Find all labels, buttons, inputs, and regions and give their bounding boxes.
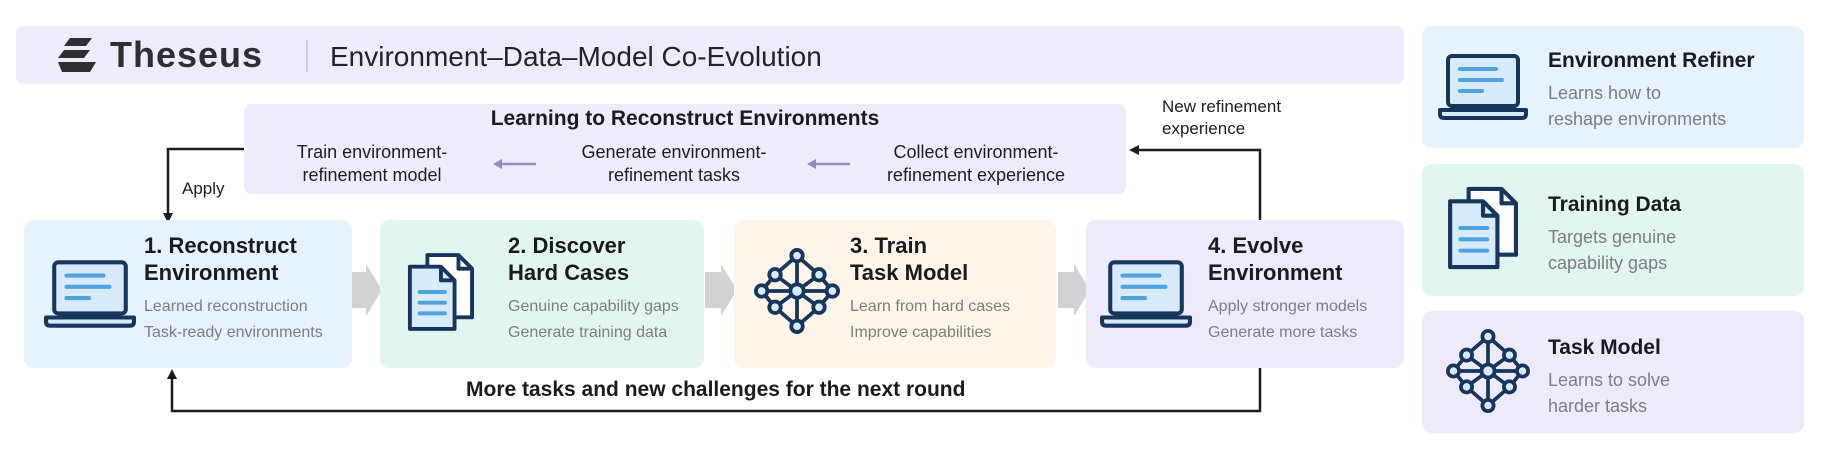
learning-panel bbox=[244, 104, 1126, 194]
stage-desc-line: Improve capabilities bbox=[850, 324, 992, 341]
header-divider bbox=[306, 40, 308, 72]
legend-desc-line: Targets genuine bbox=[1548, 227, 1677, 247]
network-icon bbox=[754, 246, 840, 336]
stage-desc: Learned reconstruction Task-ready enviro… bbox=[144, 294, 323, 346]
learning-step-line: Train environment- bbox=[296, 142, 448, 162]
stage-title: 3. Train Task Model bbox=[850, 232, 968, 286]
stage-title-line: Environment bbox=[1208, 260, 1343, 285]
purple-arrow-left-icon bbox=[807, 159, 850, 169]
legend-desc: Learns to solve harder tasks bbox=[1548, 367, 1670, 419]
legend-card-training-data: Training Data Targets genuine capability… bbox=[1422, 164, 1804, 296]
stage-title-line: 1. Reconstruct bbox=[144, 233, 297, 258]
legend-desc-line: reshape environments bbox=[1548, 109, 1727, 129]
apply-label: Apply bbox=[182, 179, 225, 198]
learning-step-line: Generate environment- bbox=[581, 142, 767, 162]
legend-desc: Targets genuine capability gaps bbox=[1548, 224, 1676, 276]
legend-title: Environment Refiner bbox=[1548, 49, 1755, 72]
stage-title: 2. Discover Hard Cases bbox=[508, 232, 629, 286]
stage-desc-line: Learn from hard cases bbox=[850, 298, 1011, 315]
legend-card-task-model: Task Model Learns to solve harder tasks bbox=[1422, 311, 1804, 433]
learning-step-line: refinement model bbox=[302, 165, 442, 185]
stage-title-line: Hard Cases bbox=[508, 260, 630, 285]
stage-title-line: 2. Discover bbox=[508, 233, 626, 258]
stage-card-reconstruct: 1. Reconstruct Environment Learned recon… bbox=[24, 220, 352, 368]
legend-title: Training Data bbox=[1548, 193, 1682, 216]
purple-arrow-left-icon bbox=[493, 159, 536, 169]
laptop-icon bbox=[44, 258, 136, 330]
loop-label: More tasks and new challenges for the ne… bbox=[466, 378, 966, 401]
stage-title: 4. Evolve Environment bbox=[1208, 232, 1342, 286]
learning-step-line: Collect environment- bbox=[893, 142, 1059, 162]
stage-desc-line: Generate training data bbox=[508, 324, 668, 341]
learning-step-generate: Generate environment- refinement tasks bbox=[556, 141, 792, 187]
theseus-logo-icon bbox=[58, 38, 96, 72]
learning-step-line: refinement experience bbox=[886, 165, 1066, 185]
legend-desc-line: Learns to solve bbox=[1548, 370, 1671, 390]
new-refinement-line: experience bbox=[1162, 119, 1246, 138]
stage-title-line: 4. Evolve bbox=[1208, 233, 1304, 258]
documents-icon bbox=[406, 252, 474, 332]
learning-step-collect: Collect environment- refinement experien… bbox=[866, 141, 1086, 187]
stage-title-line: 3. Train bbox=[850, 233, 928, 258]
stage-desc-line: Apply stronger models bbox=[1208, 298, 1368, 315]
learning-step-train: Train environment- refinement model bbox=[262, 141, 482, 187]
legend-title: Task Model bbox=[1548, 336, 1661, 359]
legend-desc-line: Learns how to bbox=[1548, 83, 1662, 103]
stage-desc-line: Generate more tasks bbox=[1208, 324, 1358, 341]
legend-desc-line: harder tasks bbox=[1548, 396, 1648, 416]
page-title: Environment–Data–Model Co-Evolution bbox=[330, 41, 822, 72]
stage-desc: Apply stronger models Generate more task… bbox=[1208, 294, 1367, 346]
legend-desc-line: capability gaps bbox=[1548, 253, 1668, 273]
stage-title: 1. Reconstruct Environment bbox=[144, 232, 297, 286]
stage-desc-line: Task-ready environments bbox=[144, 324, 323, 341]
stage-desc: Genuine capability gaps Generate trainin… bbox=[508, 294, 679, 346]
stage-card-discover: 2. Discover Hard Cases Genuine capabilit… bbox=[380, 220, 704, 368]
header-bar bbox=[16, 26, 1404, 84]
learning-title: Learning to Reconstruct Environments bbox=[490, 107, 880, 130]
documents-icon bbox=[1446, 186, 1518, 270]
legend-desc: Learns how to reshape environments bbox=[1548, 80, 1726, 132]
stage-title-line: Task Model bbox=[850, 260, 969, 285]
laptop-icon bbox=[1438, 52, 1528, 122]
new-refinement-line: New refinement bbox=[1162, 97, 1282, 116]
network-icon bbox=[1446, 325, 1530, 417]
stage-card-train: 3. Train Task Model Learn from hard case… bbox=[734, 220, 1056, 368]
brand-name: Theseus bbox=[110, 34, 264, 75]
legend-card-environment-refiner: Environment Refiner Learns how to reshap… bbox=[1422, 26, 1804, 148]
learning-step-line: refinement tasks bbox=[607, 165, 741, 185]
new-refinement-label: New refinement experience bbox=[1162, 96, 1281, 140]
stage-title-line: Environment bbox=[144, 260, 279, 285]
stage-card-evolve: 4. Evolve Environment Apply stronger mod… bbox=[1086, 220, 1404, 368]
stage-desc-line: Genuine capability gaps bbox=[508, 298, 679, 315]
stage-desc-line: Learned reconstruction bbox=[144, 298, 308, 315]
stage-desc: Learn from hard cases Improve capabiliti… bbox=[850, 294, 1010, 346]
laptop-icon bbox=[1100, 258, 1192, 330]
